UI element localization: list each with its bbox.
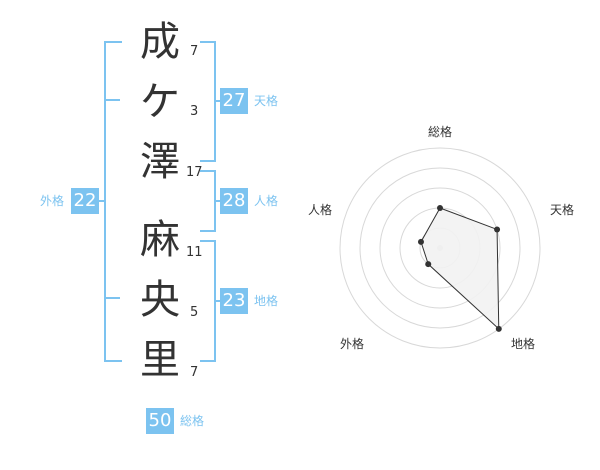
stroke-count-2: 3	[190, 104, 199, 119]
radar-point-1	[437, 205, 443, 211]
radar-point-4	[425, 261, 432, 268]
radar-label-tenkaku: 天格	[550, 203, 575, 217]
soukaku-label: 総格	[180, 414, 205, 428]
name-char-6: 里	[140, 337, 180, 383]
name-char-4: 麻	[140, 217, 180, 263]
radar-point-3	[495, 325, 502, 332]
gaikaku-tick-2	[104, 297, 120, 299]
stroke-count-3: 17	[186, 165, 203, 180]
jinkaku-label: 人格	[254, 194, 279, 208]
radar-point-5	[417, 238, 424, 245]
radar-label-jinkaku: 人格	[308, 203, 333, 217]
stroke-count-1: 7	[190, 44, 199, 59]
name-char-5: 央	[140, 277, 180, 323]
jinkaku-score: 28	[220, 188, 248, 214]
gaikaku-tick-1	[104, 99, 120, 101]
chikaku-connector	[214, 300, 222, 302]
gaikaku-bracket	[104, 41, 122, 362]
name-char-1: 成	[140, 19, 180, 65]
stroke-count-6: 7	[190, 365, 199, 380]
tenkaku-connector	[214, 100, 222, 102]
radar-label-soukaku: 総格	[428, 125, 453, 139]
gaikaku-label: 外格	[40, 194, 65, 208]
soukaku-score: 50	[146, 408, 174, 434]
tenkaku-label: 天格	[254, 94, 279, 108]
chikaku-label: 地格	[254, 294, 279, 308]
chikaku-score: 23	[220, 288, 248, 314]
tenkaku-score: 27	[220, 88, 248, 114]
jinkaku-connector	[214, 200, 222, 202]
radar-point-2	[494, 226, 501, 233]
name-char-2: ケ	[140, 79, 180, 125]
radar-series-area	[420, 207, 500, 331]
radar-chart	[339, 147, 541, 349]
stroke-count-4: 11	[186, 245, 203, 260]
radar-grid-ring	[359, 167, 521, 329]
gaikaku-score: 22	[71, 188, 99, 214]
radar-points	[417, 205, 502, 332]
radar-grid-ring	[339, 147, 541, 349]
stroke-count-5: 5	[190, 305, 199, 320]
radar-label-chikaku: 地格	[511, 337, 536, 351]
radar-grid-ring	[379, 187, 501, 309]
name-char-3: 澤	[140, 139, 180, 185]
radar-label-gaikaku: 外格	[340, 337, 365, 351]
